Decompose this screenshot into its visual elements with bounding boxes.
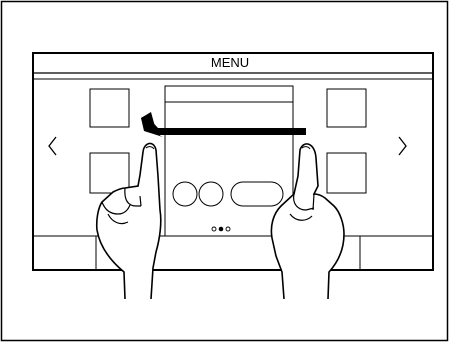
menu-tile[interactable] (89, 88, 130, 128)
menu-title: MENU (211, 55, 249, 70)
menu-tile[interactable] (326, 152, 367, 194)
right-hand-outline (270, 143, 345, 300)
arrow-head-overlay (141, 112, 163, 137)
pointing-hand-icon (270, 143, 345, 300)
arrow-shaft-overlay (158, 128, 306, 135)
pill-button[interactable] (230, 181, 284, 207)
page-dot-active (218, 226, 224, 232)
menu-tile[interactable] (326, 88, 367, 128)
page-dot (225, 226, 231, 232)
round-button[interactable] (198, 181, 224, 207)
menu-tile[interactable] (89, 152, 130, 194)
page-dot (211, 226, 217, 232)
center-panel-frame (164, 85, 294, 237)
pointing-hand-icon (95, 142, 162, 300)
chevron-right-icon[interactable] (398, 136, 407, 156)
pagination-dots (211, 226, 231, 232)
round-button[interactable] (172, 181, 198, 207)
chevron-left-icon[interactable] (48, 136, 57, 156)
swipe-arrow-overlay (141, 112, 306, 137)
center-panel (164, 85, 294, 237)
left-hand-outline (95, 142, 162, 300)
touch-screen: MENU (32, 52, 434, 271)
